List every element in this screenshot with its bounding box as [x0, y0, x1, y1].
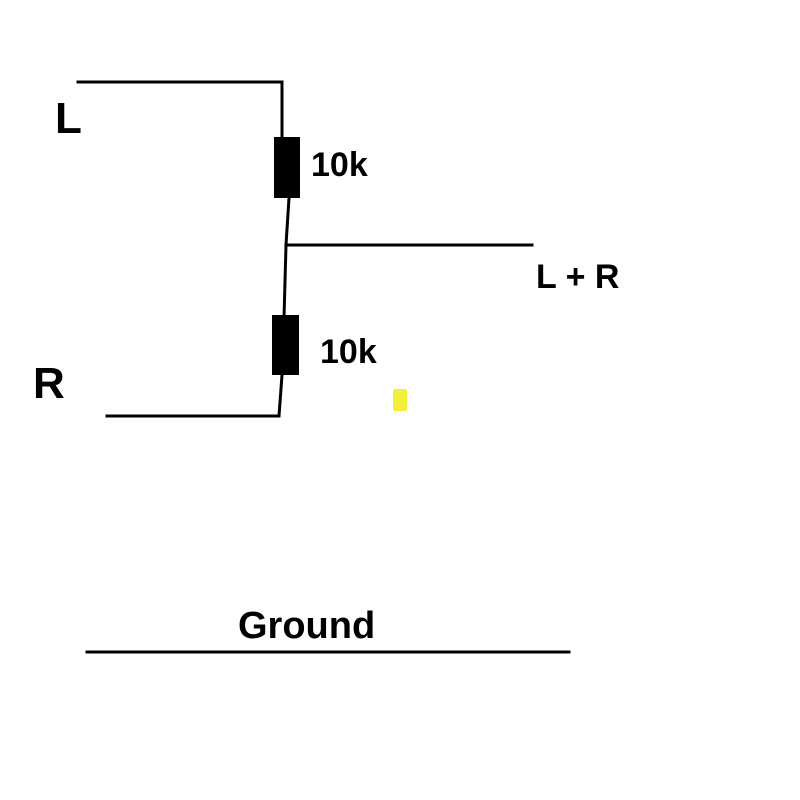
output-label: L + R [536, 258, 619, 296]
right-input-wire [105, 373, 284, 418]
ground-label: Ground [238, 605, 375, 647]
bottom-resistor [272, 315, 299, 375]
bottom-resistor-value: 10k [320, 333, 377, 371]
left-input-label: L [55, 94, 82, 143]
right-input-label: R [33, 359, 65, 408]
yellow-marker [393, 389, 407, 411]
left-input-wire [76, 80, 284, 142]
top-resistor-value: 10k [311, 146, 368, 184]
top-resistor-lead [284, 196, 291, 247]
bottom-resistor-lead [282, 243, 288, 320]
top-resistor [274, 137, 300, 198]
